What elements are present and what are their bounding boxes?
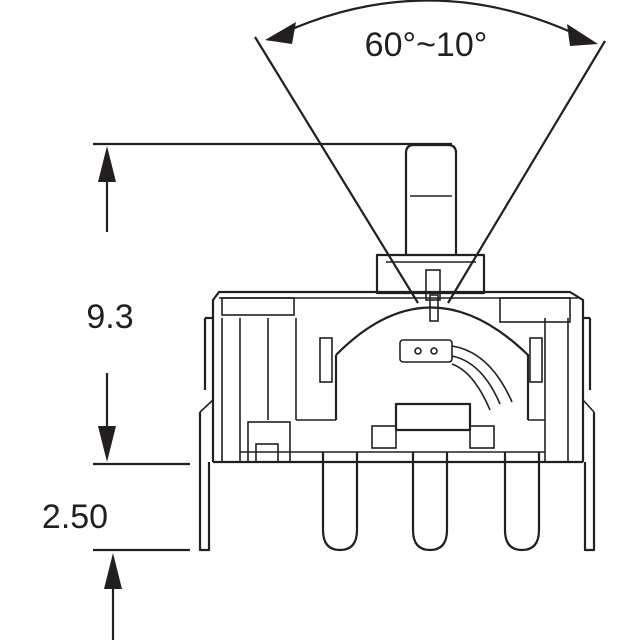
contact-arc-1 [451,345,513,403]
swing-arc [267,0,593,43]
height-arrowhead-top [98,146,116,182]
center-boss [394,402,472,432]
top-plate-tab-left [221,297,295,316]
rotor-arc [335,306,530,420]
housing-top-plate [211,290,585,318]
boss-right-block [469,425,495,449]
right-inner-ribs [544,318,569,462]
pin-dimension: 2.50 [42,498,190,640]
mount-leg-left [198,412,211,552]
angle-label: 60°~10° [365,26,488,64]
pin-label: 2.50 [42,498,108,536]
swing-line-left [254,36,419,304]
actuator-knob [375,143,486,322]
mount-leg-right-top [582,399,595,413]
contact-dot-1 [414,347,422,355]
height-dimension: 9.3 [86,142,452,466]
swing-angle-indicator: 60°~10° [254,0,606,304]
contact-dot-2 [430,347,438,355]
lever-tab [425,269,441,301]
pin-center [411,452,449,552]
terminal-pins [198,399,596,552]
contact-arc-2 [451,355,501,405]
right-detent [529,337,543,383]
height-label: 9.3 [86,298,133,336]
top-plate-tab-right [499,297,571,323]
boss-left-block [371,425,397,449]
left-terminal-pad [255,443,279,463]
pin-arrowhead [104,553,122,589]
left-inner-ribs [221,318,297,462]
left-detent [319,337,333,383]
contact-arc-3 [451,363,491,411]
knob-outline [404,143,458,255]
swing-line-right [447,40,606,304]
pin-left [321,452,359,552]
switch-housing [203,290,592,464]
housing-side-walls [211,318,585,462]
left-terminal-block [247,421,291,463]
height-arrowhead-bottom [98,426,116,462]
pin-right [503,452,541,552]
swing-arrowhead-right [567,24,598,46]
mount-leg-right [583,412,596,552]
mount-leg-left-top [199,399,214,413]
contact-window [399,339,453,363]
swing-arrowhead-left [265,22,296,44]
